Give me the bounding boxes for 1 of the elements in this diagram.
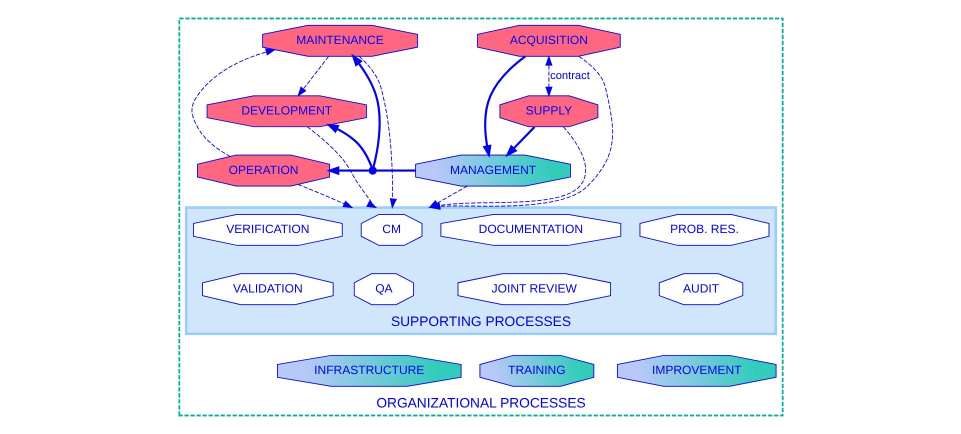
edge-label: contract: [550, 70, 590, 82]
